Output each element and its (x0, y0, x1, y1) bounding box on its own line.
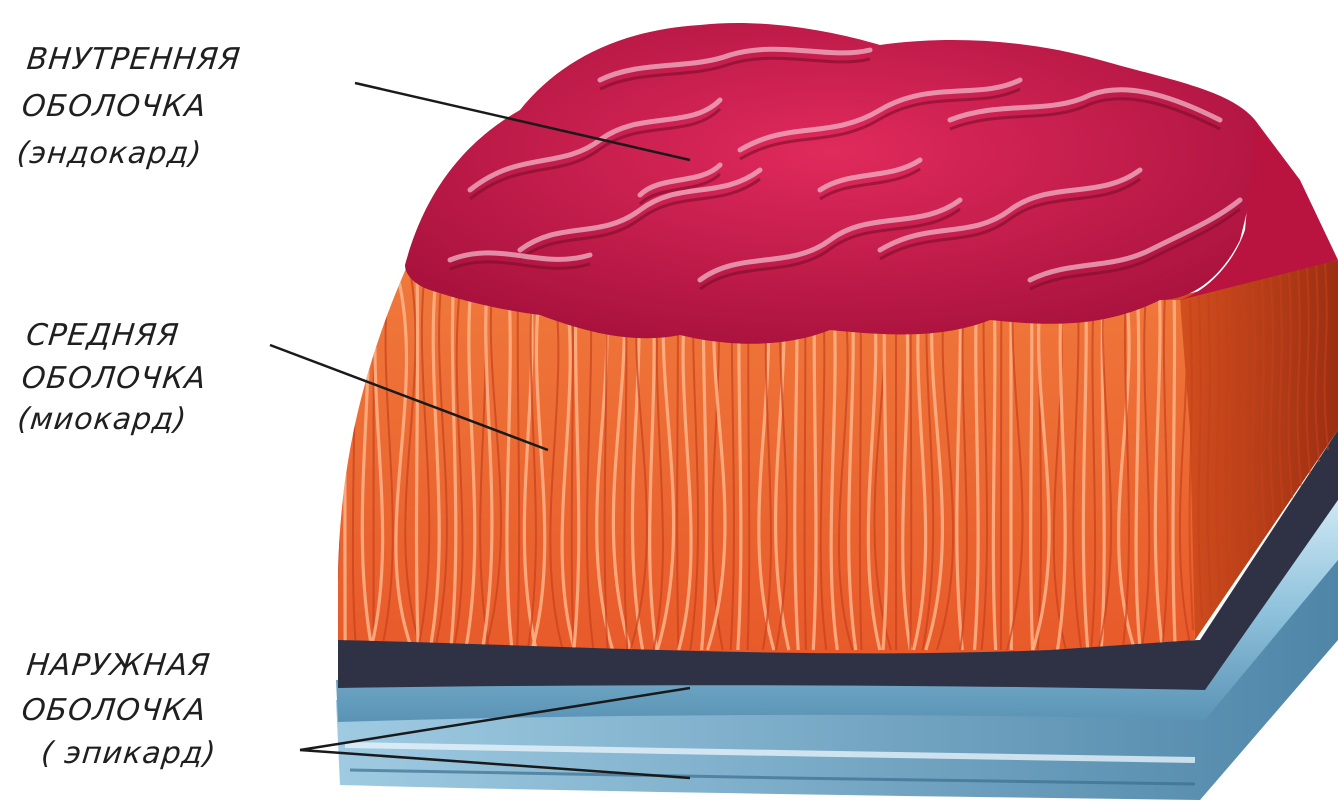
muscle-fiber (1173, 262, 1175, 650)
label-myocardium-line3: (миокард) (16, 402, 204, 437)
label-epicardium: НАРУЖНАЯ ОБОЛОЧКА ( эпикард) (16, 648, 228, 771)
label-endocardium: ВНУТРЕННЯЯ ОБОЛОЧКА (эндокард) (15, 42, 242, 171)
label-myocardium: СРЕДНЯЯ ОБОЛОЧКА (миокард) (16, 318, 213, 437)
label-endocardium-line1: ВНУТРЕННЯЯ (25, 42, 242, 77)
muscle-fiber (993, 276, 995, 650)
muscle-fiber (325, 262, 338, 650)
label-endocardium-line3: (эндокард) (15, 136, 232, 171)
label-endocardium-line2: ОБОЛОЧКА (20, 89, 237, 124)
label-myocardium-line2: ОБОЛОЧКА (20, 361, 208, 396)
label-myocardium-line1: СРЕДНЯЯ (25, 318, 213, 353)
muscle-fiber (417, 257, 419, 650)
label-epicardium-line2: ОБОЛОЧКА (20, 693, 222, 728)
label-epicardium-line3: ( эпикард) (16, 736, 218, 771)
label-epicardium-line1: НАРУЖНАЯ (25, 648, 227, 683)
